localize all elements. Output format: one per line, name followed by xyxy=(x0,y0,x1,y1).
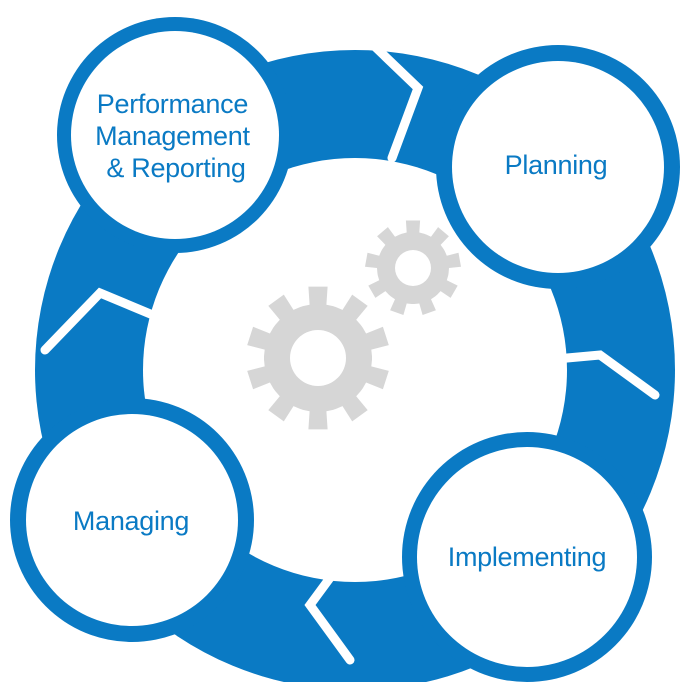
node-performance-line-2: Management xyxy=(95,121,250,151)
node-implementing-label: Implementing xyxy=(448,542,606,572)
ring-chevron-bottom xyxy=(304,543,357,665)
gear-small-icon-hole xyxy=(395,250,431,286)
svg-text:Performance Management: Performance Management & Reporting xyxy=(95,89,257,183)
node-managing-label: Managing xyxy=(73,506,189,536)
node-performance-line-1: Performance xyxy=(97,89,248,119)
node-managing: Managing xyxy=(10,398,254,642)
svg-text:Planning: Planning xyxy=(505,150,608,180)
gear-large-icon-hole xyxy=(290,330,346,386)
svg-text:Implementing: Implementing xyxy=(448,542,606,572)
gears-icon xyxy=(247,220,461,430)
node-performance-line-3: & Reporting xyxy=(106,153,245,183)
node-planning: Planning xyxy=(436,45,680,289)
node-performance: Performance Management & Reporting xyxy=(57,17,293,253)
svg-text:Managing: Managing xyxy=(73,506,189,536)
node-implementing: Implementing xyxy=(402,432,652,682)
node-planning-label: Planning xyxy=(505,150,608,180)
